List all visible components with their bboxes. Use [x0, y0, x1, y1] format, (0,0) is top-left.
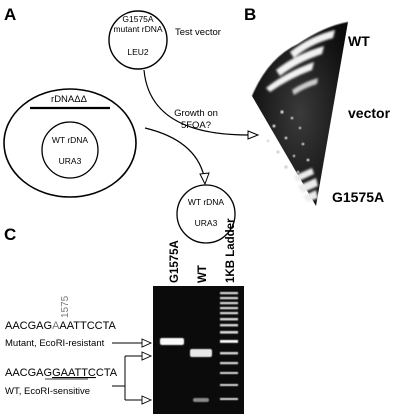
arrow-to-ejected	[144, 127, 205, 177]
wt-plasmid-line1: WT rDNA	[52, 135, 89, 145]
wt-seq-prefix: AACGAG	[5, 367, 52, 379]
wt-upper-arrowhead	[141, 351, 153, 361]
wt-growth	[266, 30, 335, 95]
position-number: 1575	[60, 295, 71, 318]
test-vector-marker: LEU2	[127, 47, 149, 57]
wt-band-lower	[193, 398, 209, 402]
panel-label-b: B	[244, 5, 256, 24]
plate-label-wt: WT	[348, 33, 370, 49]
lane-label-g1575a: G1575A	[169, 240, 181, 283]
lane-label-ladder: 1KB Ladder	[225, 218, 237, 283]
mutant-growth	[294, 168, 318, 202]
panel-label-c: C	[4, 225, 16, 244]
mutant-caption: Mutant, EcoRI-resistant	[5, 338, 105, 349]
wt-band-upper	[190, 349, 212, 357]
mutant-band	[160, 338, 184, 345]
wt-lower-arrowhead	[141, 395, 153, 405]
panel-a: G1575A mutant rDNA LEU2 Test vector rDNA…	[3, 10, 260, 244]
wt-seq-suffix: CTA	[96, 367, 118, 379]
arrow-to-ejected-head	[199, 172, 210, 186]
wt-plasmid	[41, 121, 99, 179]
wt-caption: WT, EcoRI-sensitive	[5, 386, 90, 397]
mutant-band-arrowhead	[141, 338, 153, 348]
test-vector-line1: G1575A	[122, 14, 154, 24]
ejected-plasmid	[176, 184, 236, 244]
panel-c: 1575 AACGAGAAATTCCTA Mutant, EcoRI-resis…	[5, 218, 244, 414]
panel-b-plate-photo: WT vector G1575A	[251, 21, 391, 206]
test-vector-line2: mutant rDNA	[113, 24, 162, 34]
mutant-seq-prefix: AACGAG	[5, 320, 52, 332]
wt-sequence: AACGAGGAATTCCTA	[5, 367, 118, 379]
test-vector-caption: Test vector	[175, 27, 221, 38]
growth-question-line2: 5FOA?	[181, 120, 211, 131]
arrow-to-plate-head	[247, 130, 260, 140]
ejected-plasmid-line1: WT rDNA	[188, 197, 225, 207]
mutant-seq-base: A	[52, 320, 60, 332]
panel-label-a: A	[4, 5, 16, 24]
chromosome-label: rDNAΔΔ	[51, 94, 88, 105]
mutant-seq-suffix: AATTCCTA	[59, 320, 116, 332]
vector-growth	[266, 110, 310, 174]
wt-plasmid-marker: URA3	[59, 156, 82, 166]
wt-bracket	[112, 356, 126, 400]
arrow-to-plate	[143, 69, 249, 136]
mutant-sequence: AACGAGAAATTCCTA	[5, 320, 117, 332]
ladder-bands	[220, 292, 238, 400]
lane-label-wt: WT	[197, 265, 209, 283]
test-vector-plasmid	[108, 10, 168, 70]
growth-question-line1: Growth on	[174, 108, 218, 119]
plate-label-vector: vector	[348, 105, 391, 121]
plate-label-g1575a: G1575A	[332, 189, 384, 205]
plate-sector	[252, 22, 348, 206]
ejected-plasmid-marker: URA3	[195, 218, 218, 228]
wt-seq-ecori-site: GAATTC	[52, 367, 96, 379]
